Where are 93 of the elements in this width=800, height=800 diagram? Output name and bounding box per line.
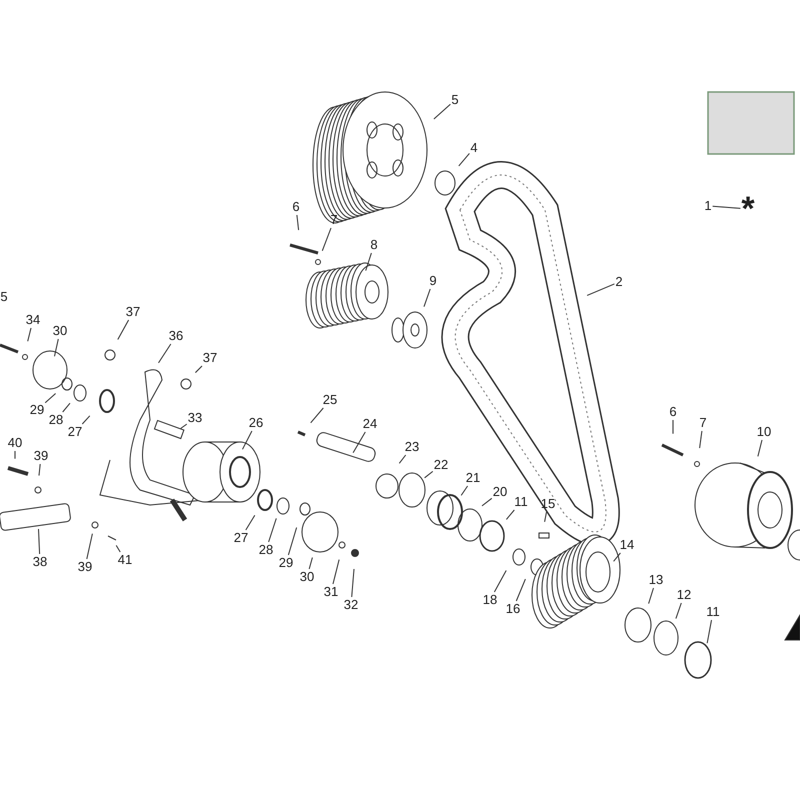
callout-number: 6 — [669, 405, 677, 419]
callout-number: 30 — [300, 570, 314, 584]
callout-number: 8 — [370, 238, 378, 252]
callout-number: 11 — [514, 495, 528, 509]
leader-line — [308, 557, 313, 570]
leader-line — [82, 415, 90, 424]
leader-line — [706, 620, 712, 644]
leader-line — [494, 570, 507, 592]
callout-number: 12 — [676, 588, 692, 602]
callout-number: 14 — [620, 538, 634, 552]
callout-number: 24 — [362, 417, 378, 431]
leader-line — [672, 420, 674, 434]
leader-line — [27, 328, 32, 342]
asterisk-mark: * — [741, 196, 755, 222]
callout-number: 29 — [30, 403, 44, 417]
leader-line — [14, 450, 16, 460]
leader-line — [180, 424, 188, 429]
callout-number: 2 — [615, 275, 623, 289]
callout-number: 32 — [344, 598, 358, 612]
leader-line — [117, 320, 130, 340]
leader-line — [506, 510, 515, 520]
callout-number: 28 — [48, 413, 64, 427]
leader-line — [44, 393, 56, 404]
leader-line — [460, 486, 468, 496]
leader-line — [296, 214, 300, 231]
leader-line — [268, 518, 277, 542]
callout-number: 9 — [429, 274, 437, 288]
leader-line — [288, 527, 298, 556]
callout-number: 22 — [434, 458, 448, 472]
leader-line — [158, 344, 172, 364]
callout-number: 27 — [68, 425, 82, 439]
callout-number: 34 — [26, 313, 40, 327]
callout-number: 30 — [52, 324, 68, 338]
leader-line — [699, 430, 702, 449]
leader-line — [544, 512, 547, 522]
callout-number: 7 — [699, 416, 707, 430]
callout-number: 40 — [8, 436, 22, 450]
leader-line — [310, 408, 324, 424]
leader-line — [424, 288, 431, 308]
leader-line — [458, 152, 470, 166]
callout-number: 1 — [704, 199, 712, 213]
callout-number: 37 — [126, 305, 140, 319]
leader-line — [433, 104, 451, 120]
callout-number: 21 — [466, 471, 480, 485]
callout-number: 5 — [451, 93, 459, 107]
callout-number: 36 — [168, 329, 184, 343]
callout-number: 37 — [202, 351, 218, 365]
leader-line — [38, 528, 40, 554]
callout-number: 5 — [0, 290, 8, 304]
callout-number: 15 — [540, 497, 556, 511]
leader-line — [613, 552, 621, 562]
callout-number: 28 — [258, 543, 274, 557]
callout-number: 6 — [292, 200, 300, 214]
callout-number: 23 — [404, 440, 420, 454]
callout-number: 20 — [492, 485, 508, 499]
callout-number: 18 — [482, 593, 498, 607]
leader-line — [757, 440, 762, 457]
leader-line — [398, 454, 406, 464]
callout-number: 31 — [324, 585, 338, 599]
leader-line — [675, 602, 682, 620]
callout-number: 4 — [470, 141, 478, 155]
callout-number: 39 — [34, 449, 48, 463]
leader-line — [332, 559, 340, 584]
callout-number: 38 — [32, 555, 48, 569]
callout-number: 39 — [78, 560, 92, 574]
leader-line — [38, 464, 41, 476]
callout-number: 41 — [118, 553, 132, 567]
leader-line — [86, 533, 93, 560]
leader-line — [482, 498, 492, 506]
callout-number: 27 — [234, 531, 248, 545]
leader-line — [194, 366, 202, 374]
leader-line — [245, 514, 256, 530]
leader-line — [116, 544, 121, 552]
leader-line — [352, 432, 366, 454]
leader-line — [648, 588, 654, 604]
callout-number: 16 — [506, 602, 520, 616]
leader-line — [516, 578, 526, 602]
callout-number: 11 — [706, 605, 720, 619]
leader-line — [365, 252, 372, 272]
leader-line — [351, 568, 354, 598]
callout-number: 26 — [248, 416, 264, 430]
callout-number: 13 — [648, 573, 664, 587]
leader-line — [54, 338, 59, 357]
callout-number: 29 — [278, 556, 294, 570]
leader-line — [712, 206, 741, 209]
leader-line — [242, 430, 252, 450]
callout-number: 33 — [188, 411, 202, 425]
leader-line — [586, 283, 615, 296]
leader-line — [322, 228, 332, 252]
callout-number: 10 — [756, 425, 772, 439]
leader-line — [424, 470, 434, 478]
callout-number: 25 — [322, 393, 338, 407]
leader-line — [62, 402, 70, 412]
